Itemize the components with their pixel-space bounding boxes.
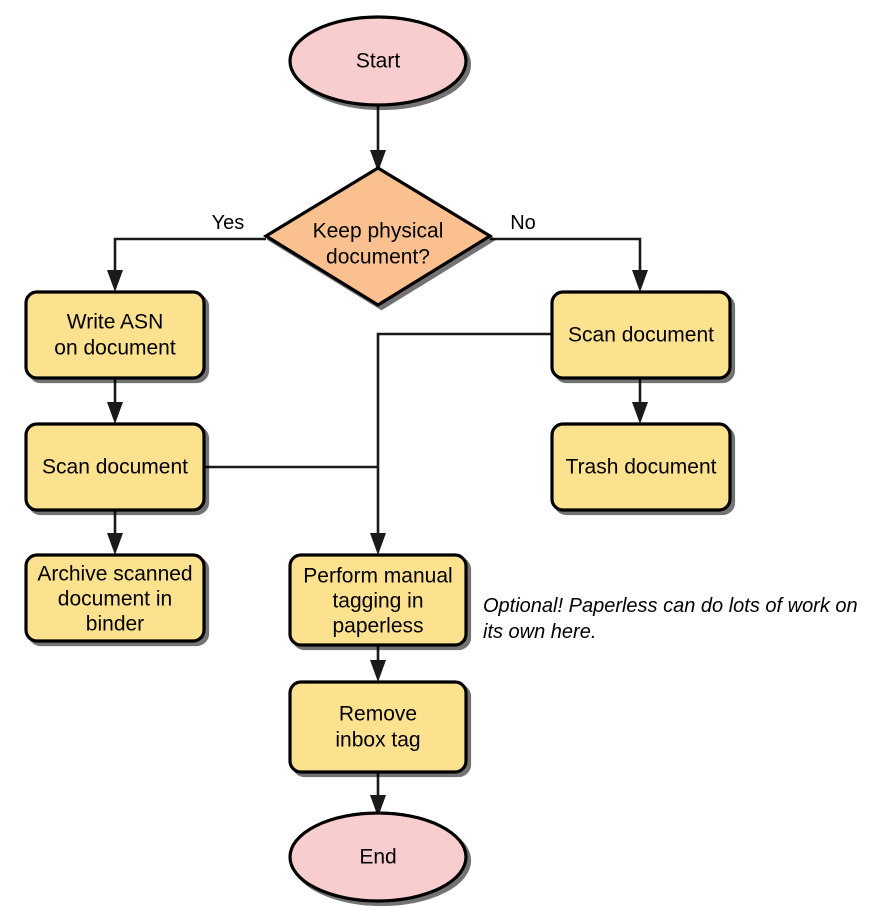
node-decision-label-line1: Keep physical [313,220,444,243]
write-asn-box[interactable] [24,290,206,380]
node-scan-document-right-label: Scan document [568,324,714,347]
arrowhead-icon [370,150,386,172]
node-tagging-label-line1: Perform manual [303,565,452,588]
edge-label-no: No [510,212,536,234]
tagging-box[interactable] [288,553,468,647]
start-ellipse[interactable] [288,15,468,107]
arrowhead-icon [107,270,123,292]
decision-diamond[interactable] [262,166,494,307]
edge-write-asn-to-scan-left [107,378,123,424]
node-decision-keep-physical-document[interactable]: Keep physical document? [262,166,494,307]
node-archive-scanned-document[interactable]: Archive scanned document in binder [24,553,206,643]
arrowhead-icon [107,533,123,555]
annotation-optional-note: Optional! Paperless can do lots of work … [483,595,858,643]
node-end-label: End [359,846,396,869]
edge-line [490,237,642,280]
node-scan-document-right[interactable]: Scan document [550,290,732,380]
annotation-line1: Optional! Paperless can do lots of work … [483,595,858,617]
edge-tagging-to-remove-inbox [370,645,386,682]
edge-scan-left-to-archive [107,510,123,555]
node-remove-inbox-label-line2: inbox tag [335,729,420,752]
edge-scan-right-to-tagging [370,332,552,555]
end-ellipse[interactable] [288,811,468,903]
trash-document-box[interactable] [550,422,732,512]
node-trash-document-label: Trash document [566,456,717,479]
edge-decision-yes-to-write-asn [107,237,266,292]
node-archive-label-line1: Archive scanned [37,563,192,586]
arrowhead-icon [632,402,648,424]
archive-box[interactable] [24,553,206,643]
scan-document-left-box[interactable] [24,422,206,512]
edge-scan-right-to-trash [632,378,648,424]
node-write-asn[interactable]: Write ASN on document [24,290,206,380]
node-write-asn-label-line1: Write ASN [67,311,163,334]
edge-remove-inbox-to-end [370,772,386,817]
arrowhead-icon [370,795,386,817]
node-archive-label-line3: binder [86,613,144,636]
remove-inbox-tag-box[interactable] [288,680,468,774]
node-tagging-label-line2: tagging in [332,590,423,613]
edge-line [376,332,552,543]
node-remove-inbox-tag[interactable]: Remove inbox tag [288,680,468,774]
node-start[interactable]: Start [288,15,468,107]
arrowhead-icon [370,660,386,682]
arrowhead-icon [370,533,386,555]
node-end[interactable]: End [288,811,468,903]
node-scan-document-left[interactable]: Scan document [24,422,206,512]
node-write-asn-label-line2: on document [54,337,176,360]
node-trash-document[interactable]: Trash document [550,422,732,512]
scan-document-right-box[interactable] [550,290,732,380]
node-archive-label-line2: document in [58,588,172,611]
node-start-label: Start [356,50,401,73]
arrowhead-icon [632,270,648,292]
node-remove-inbox-label-line1: Remove [339,703,417,726]
node-scan-document-left-label: Scan document [42,456,188,479]
annotation-line2: its own here. [483,621,596,643]
node-perform-manual-tagging[interactable]: Perform manual tagging in paperless [288,553,468,647]
node-tagging-label-line3: paperless [332,615,423,638]
edge-decision-no-to-scan-right [490,237,648,292]
edge-start-to-decision [370,105,386,172]
edge-line [113,237,266,280]
edge-label-yes: Yes [212,212,245,234]
node-decision-label-line2: document? [326,246,430,269]
arrowhead-icon [107,402,123,424]
